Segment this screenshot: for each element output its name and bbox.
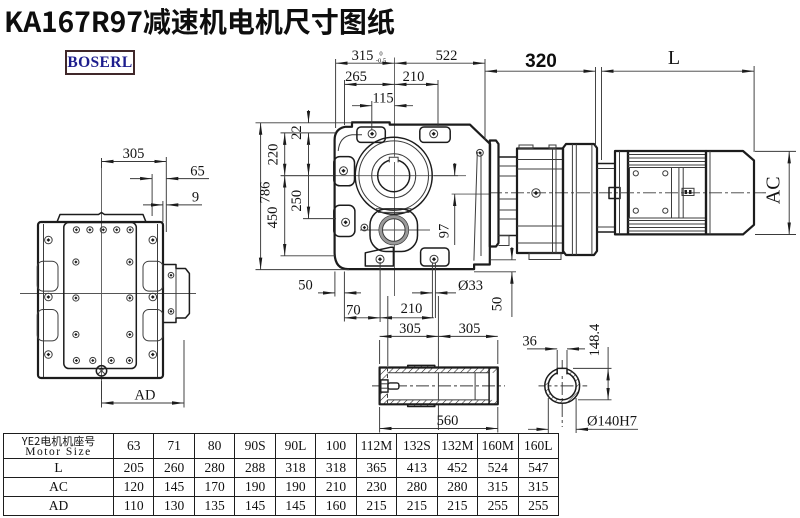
- table-cell: 135: [193, 495, 236, 516]
- dim-front-70: 70: [346, 302, 361, 318]
- page-title: KA167R97减速机电机尺寸图纸: [4, 1, 395, 41]
- table-col-header: 100: [315, 433, 357, 459]
- table-col-header: 160L: [517, 433, 560, 459]
- gearbox-front-view: 315 0 -0.5 522 265 210 115 786 220 450 2…: [255, 48, 492, 430]
- dim-front-50-left: 50: [298, 277, 313, 293]
- dim-right-AC: AC: [763, 176, 785, 204]
- dim-front-250: 250: [289, 190, 305, 212]
- table-cell: 280: [396, 476, 438, 497]
- table-col-header: 132M: [436, 433, 479, 459]
- table-cell: 524: [477, 458, 519, 478]
- table-row-label: L: [3, 458, 114, 478]
- table-row-label: AC: [3, 476, 114, 497]
- dim-front-220: 220: [266, 144, 282, 166]
- hollow-shaft-outline: [378, 366, 499, 406]
- table-cell: 215: [436, 495, 479, 516]
- table-cell: 145: [234, 495, 276, 516]
- dim-right-L: L: [668, 47, 680, 69]
- dim-bore-dia: Ø140H7: [587, 414, 637, 430]
- table-col-header: 80: [193, 433, 236, 459]
- dim-side-9: 9: [192, 190, 199, 206]
- table-row: AD 110 130 135 145 145 160 215 215 215 2…: [3, 495, 560, 516]
- dim-bore-36: 36: [522, 333, 537, 349]
- table-row-label: AD: [3, 495, 114, 516]
- table-cell: 215: [396, 495, 438, 516]
- table-cell: 230: [355, 476, 398, 497]
- table-cell: 145: [274, 495, 317, 516]
- table-cell: 280: [436, 476, 479, 497]
- dim-right-320: 320: [525, 51, 557, 72]
- table-cell: 170: [193, 476, 236, 497]
- table-cell: 255: [517, 495, 560, 516]
- dim-front-315-tol-dn: -0.5: [376, 58, 386, 65]
- gearbox-side-view: 305 65 9 AD: [20, 146, 209, 408]
- dim-side-AD: AD: [135, 388, 156, 404]
- motor-fan-cowl-outline: [704, 149, 756, 236]
- dim-front-315-tol-up: 0: [379, 51, 382, 58]
- dim-front-210-top: 210: [403, 69, 425, 85]
- table-cell: 452: [436, 458, 479, 478]
- dim-side-305: 305: [123, 146, 145, 162]
- table-cell: 145: [153, 476, 195, 497]
- dim-shaft-305-right: 305: [459, 321, 481, 337]
- table-cell: 160: [315, 495, 357, 516]
- table-cell: 260: [153, 458, 195, 478]
- output-flange-plate: [488, 139, 500, 248]
- dim-bore-148: 148.4: [587, 323, 603, 356]
- table-col-header: 90L: [274, 433, 317, 459]
- table-col-header: 90S: [234, 433, 276, 459]
- dim-front-522: 522: [436, 48, 458, 64]
- table-cell: 315: [517, 476, 560, 497]
- dim-front-hole: Ø33: [458, 278, 483, 294]
- table-row: L 205 260 280 288 318 318 365 413 452 52…: [3, 458, 560, 478]
- table-cell: 110: [112, 495, 155, 516]
- side-view-housing-outline: [36, 220, 165, 380]
- table-col-header: 71: [153, 433, 195, 459]
- dim-front-22: 22: [289, 125, 305, 140]
- table-cell: 547: [517, 458, 560, 478]
- table-cell: 120: [112, 476, 155, 497]
- table-header-en: Motor Size: [25, 446, 92, 458]
- gearbox-motor-side-view: 320 L AC 50: [474, 47, 796, 317]
- dim-front-265: 265: [345, 69, 367, 85]
- dim-right-50: 50: [490, 297, 506, 312]
- dim-front-97: 97: [437, 224, 453, 239]
- table-row: AC 120 145 170 190 190 210 230 280 280 3…: [3, 476, 560, 497]
- dim-front-786: 786: [258, 182, 274, 204]
- table-cell: 280: [193, 458, 236, 478]
- table-header-cn: YE2电机机座号: [21, 433, 96, 449]
- table-cell: 190: [274, 476, 317, 497]
- table-cell: 190: [234, 476, 276, 497]
- table-cell: 315: [477, 476, 519, 497]
- table-cell: 210: [315, 476, 357, 497]
- dim-front-210-bottom: 210: [401, 301, 423, 317]
- dim-front-115: 115: [372, 90, 393, 106]
- dim-shaft-560: 560: [437, 413, 459, 429]
- table-cell: 288: [234, 458, 276, 478]
- bore-section-view: 36 148.4 Ø140H7: [522, 323, 638, 433]
- table-col-header: 132S: [396, 433, 438, 459]
- hollow-shaft-view: 305 305 560: [372, 321, 505, 433]
- table-cell: 318: [274, 458, 317, 478]
- dim-front-315: 315: [352, 48, 374, 64]
- table-col-header: 160M: [477, 433, 519, 459]
- table-col-header: 63: [112, 433, 155, 459]
- dim-shaft-305-left: 305: [399, 321, 421, 337]
- table-cell: 205: [112, 458, 155, 478]
- boserl-logo: BOSERL: [65, 50, 135, 75]
- table-cell: 318: [315, 458, 357, 478]
- dim-side-65: 65: [190, 164, 205, 180]
- table-cell: 130: [153, 495, 195, 516]
- boserl-logo-text: BOSERL: [67, 53, 133, 71]
- table-col-header: 112M: [355, 433, 398, 459]
- table-cell: 215: [355, 495, 398, 516]
- table-cell: 365: [355, 458, 398, 478]
- dim-front-450: 450: [265, 207, 281, 229]
- table-cell: 413: [396, 458, 438, 478]
- table-cell: 255: [477, 495, 519, 516]
